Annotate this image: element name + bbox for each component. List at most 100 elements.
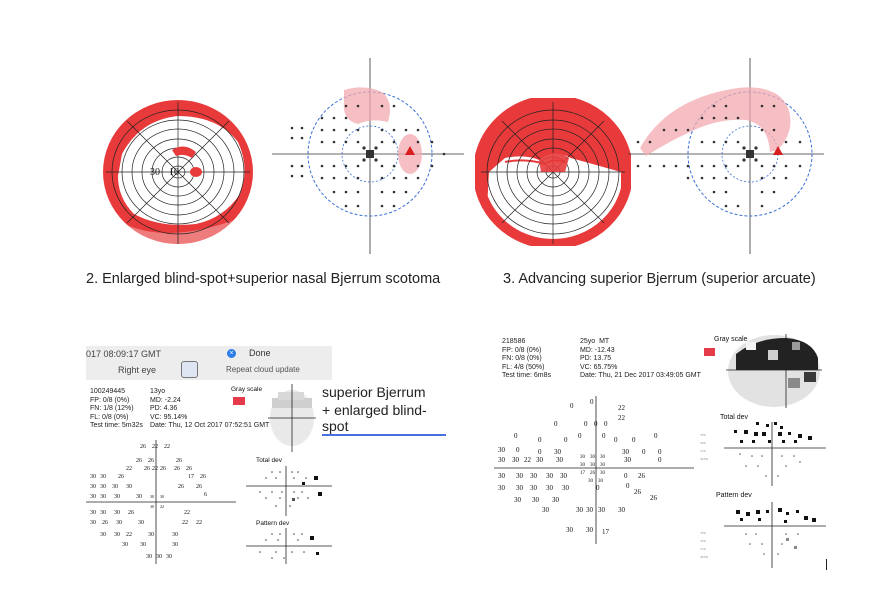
stats-right: 13yo MD: -2.24 PD: 4.36 VC: 95.14% Date:… [150,388,269,431]
svg-text:30: 30 [114,494,120,500]
svg-text:0: 0 [538,448,542,456]
svg-text:26: 26 [136,458,142,464]
fl-value: FL: 4/8 (50%) [502,363,545,371]
stats-right: 25yo MT MD: -12.43 PD: 13.75 VC: 65.75% … [580,338,701,381]
svg-text:26: 26 [174,466,180,472]
label-10: 10 [169,167,179,178]
svg-text:0: 0 [658,456,662,464]
svg-text:30: 30 [532,496,540,504]
annotation-line1: superior Bjerrum [322,384,426,400]
svg-text:<2%: <2% [700,441,706,445]
svg-text:26: 26 [102,520,108,526]
cloud-icon[interactable] [181,361,198,378]
svg-text:17: 17 [580,471,586,476]
pattern-dev-label: Pattern dev [716,492,752,499]
gray-scale-map [726,334,822,408]
svg-text:30: 30 [498,456,506,464]
perimetry-plot-4 [628,58,824,254]
svg-text:0: 0 [624,472,628,480]
svg-text:22: 22 [618,414,626,422]
superior-arcuate-scotoma [640,87,791,156]
stats-left: 218586 FP: 0/8 (0%) FN: 0/8 (0%) FL: 4/8… [502,338,551,381]
svg-text:30: 30 [126,484,132,490]
svg-text:30: 30 [100,494,106,500]
svg-text:30: 30 [512,456,520,464]
svg-text:26: 26 [196,484,202,490]
total-dev-plot: <5%<2%<1%<0.5% [700,422,826,486]
stats-left: 100249445 FP: 0/8 (0%) FN: 1/8 (12%) FL:… [90,388,143,431]
md-value: MD: -12.43 [580,346,615,354]
svg-text:30: 30 [156,554,162,560]
svg-text:30: 30 [140,542,146,548]
repeat-cloud-update-button[interactable]: Repeat cloud update [226,365,300,374]
gray-scale-map [268,384,316,452]
fp-value: FP: 0/8 (0%) [502,346,542,354]
svg-text:0: 0 [514,432,518,440]
goldmann-chart-1: 30 10 [103,100,253,244]
svg-text:0: 0 [642,448,646,456]
svg-text:0: 0 [604,420,608,428]
svg-text:30: 30 [546,484,554,492]
svg-text:30: 30 [546,472,554,480]
svg-text:26: 26 [650,494,658,502]
svg-text:30: 30 [514,496,522,504]
svg-text:30: 30 [498,446,506,454]
vc-value: VC: 95.14% [150,413,188,421]
test-date: Date: Thu, 21 Dec 2017 03:49:05 GMT [580,372,701,379]
svg-text:0: 0 [554,420,558,428]
annotation-line2: + enlarged blind-spot [322,402,446,436]
vc-value: VC: 65.75% [580,363,618,371]
svg-text:30: 30 [138,520,144,526]
age: 13yo [150,388,166,395]
text-cursor [826,559,827,570]
svg-text:22: 22 [126,532,132,538]
gray-scale-swatch [233,397,245,405]
svg-text:30: 30 [622,448,630,456]
caption-3: 3. Advancing superior Bjerrum (superior … [503,271,816,287]
done-button[interactable]: Done [249,348,271,358]
gray-scale-label: Gray scale [231,386,263,393]
svg-text:30: 30 [114,532,120,538]
svg-text:26: 26 [160,466,166,472]
close-icon[interactable]: × [227,349,236,358]
fn-value: FN: 0/8 (0%) [502,355,542,362]
svg-text:17: 17 [602,528,610,536]
svg-text:30: 30 [560,472,568,480]
svg-text:0: 0 [578,432,582,440]
svg-text:30: 30 [516,484,524,492]
svg-text:30: 30 [114,510,120,516]
svg-text:26: 26 [128,510,134,516]
svg-text:0: 0 [632,436,636,444]
svg-text:30: 30 [530,472,538,480]
blind-spot-marker-icon [405,146,415,155]
svg-text:<2%: <2% [700,539,706,543]
svg-text:30: 30 [150,494,154,499]
patient-id: 218586 [502,338,526,345]
svg-text:30: 30 [100,484,106,490]
svg-text:30: 30 [160,494,164,499]
svg-text:6: 6 [204,492,207,498]
svg-text:30: 30 [100,532,106,538]
svg-text:30: 30 [516,472,524,480]
svg-text:26: 26 [118,474,124,480]
svg-text:0: 0 [654,432,658,440]
svg-text:30: 30 [90,520,96,526]
right-test-report: 218586 FP: 0/8 (0%) FN: 0/8 (0%) FL: 4/8… [494,334,834,570]
svg-text:22: 22 [160,504,164,509]
svg-text:30: 30 [556,456,564,464]
svg-text:0: 0 [658,448,662,456]
svg-text:30: 30 [590,463,596,468]
pd-value: PD: 4.36 [150,405,178,412]
svg-text:30: 30 [148,532,154,538]
perimetry-plot-2 [272,58,464,254]
svg-text:30: 30 [580,463,586,468]
svg-text:30: 30 [146,554,152,560]
svg-text:30: 30 [498,472,506,480]
svg-text:22: 22 [152,466,158,472]
app-header [86,346,332,380]
svg-text:0: 0 [538,436,542,444]
svg-text:<5%: <5% [700,531,706,535]
svg-text:30: 30 [618,506,626,514]
svg-text:26: 26 [590,471,596,476]
